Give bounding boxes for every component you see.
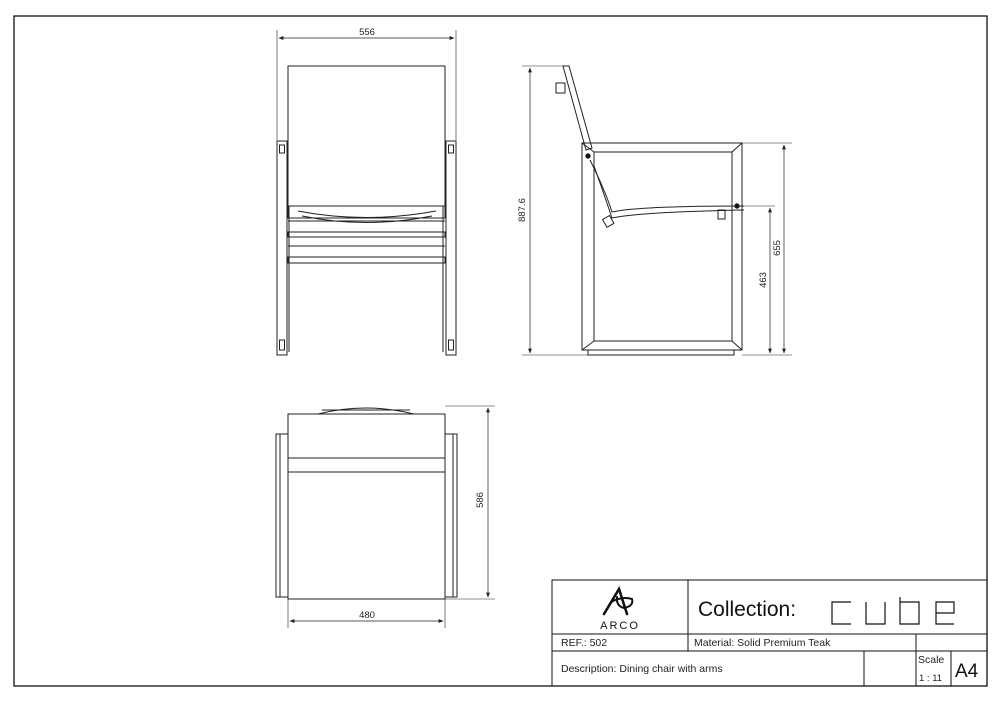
top-width-label: 480 bbox=[359, 610, 375, 621]
side-frame-inner bbox=[593, 151, 733, 342]
title-block bbox=[551, 579, 988, 687]
scale-label: Scale bbox=[918, 654, 944, 666]
top-backrest-edge bbox=[317, 407, 415, 415]
front-left-post bbox=[276, 140, 288, 356]
front-width-label: 556 bbox=[359, 27, 375, 38]
side-total-height-label: 887.6 bbox=[517, 198, 528, 222]
collection-name: cube bbox=[0, 0, 3, 1]
front-backrest bbox=[287, 65, 446, 207]
side-feet bbox=[587, 350, 735, 356]
side-seat-curve bbox=[589, 159, 745, 213]
front-rail-upper bbox=[287, 231, 446, 238]
title-block-frame bbox=[551, 579, 988, 687]
front-rail-lower bbox=[287, 256, 446, 264]
top-right-arm bbox=[444, 433, 458, 598]
top-seat-outline bbox=[287, 413, 446, 600]
side-seat-block bbox=[601, 214, 615, 229]
side-pivot-front bbox=[734, 203, 740, 209]
scale-value: 1 : 11 bbox=[919, 673, 942, 684]
side-frame-outer bbox=[581, 142, 743, 351]
side-seat-height-label: 463 bbox=[758, 272, 769, 288]
front-seat bbox=[287, 205, 446, 219]
side-seat-front-block bbox=[717, 209, 726, 220]
front-view bbox=[276, 30, 457, 356]
ref-text: REF.: 502 bbox=[561, 637, 607, 649]
top-view bbox=[275, 405, 495, 628]
side-backrest bbox=[562, 65, 593, 151]
material-text: Material: Solid Premium Teak bbox=[694, 637, 831, 649]
cube-wordmark bbox=[831, 597, 955, 625]
side-arm-height-label: 655 bbox=[772, 240, 783, 256]
front-right-post-cap bbox=[448, 144, 454, 154]
arco-logo-text: ARCO bbox=[600, 620, 640, 632]
side-backrest-block bbox=[555, 82, 566, 94]
collection-label: Collection: bbox=[698, 598, 796, 621]
top-depth-label: 586 bbox=[475, 492, 486, 508]
front-left-post-cap bbox=[279, 144, 285, 154]
front-right-post-foot bbox=[448, 339, 454, 351]
side-pivot-top bbox=[585, 153, 591, 159]
front-left-post-foot bbox=[279, 339, 285, 351]
front-right-post bbox=[445, 140, 457, 356]
paper-size: A4 bbox=[955, 661, 979, 682]
description-text: Description: Dining chair with arms bbox=[561, 663, 723, 675]
side-view bbox=[522, 65, 792, 356]
top-left-arm bbox=[275, 433, 289, 598]
arco-logo bbox=[602, 585, 634, 616]
sheet-border bbox=[13, 15, 988, 687]
